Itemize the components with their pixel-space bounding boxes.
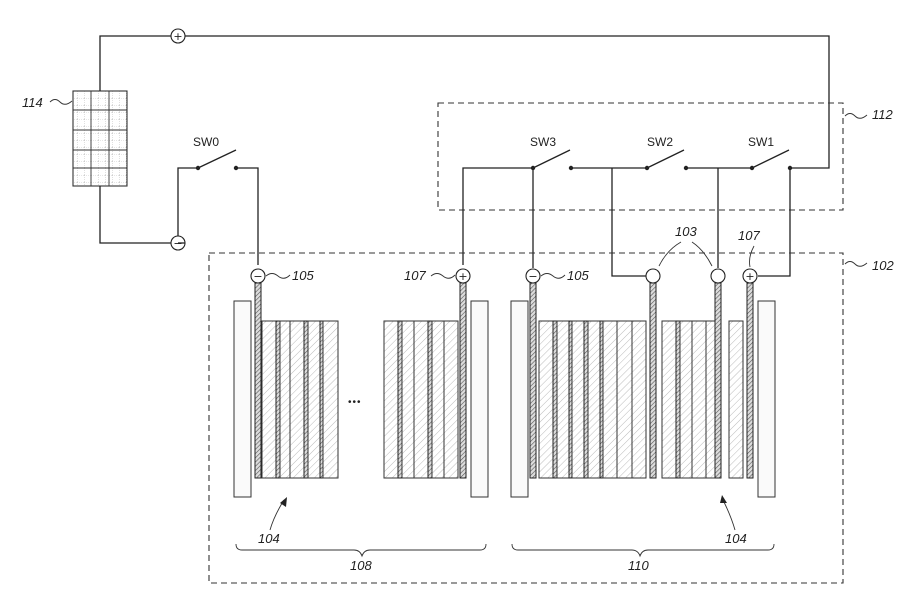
terminal-103a bbox=[646, 269, 660, 283]
switch-sw3 bbox=[533, 150, 570, 168]
label-112: 112 bbox=[872, 107, 893, 122]
stack-right bbox=[511, 301, 775, 497]
label-sw0: SW0 bbox=[193, 135, 219, 149]
wire-sw3-left bbox=[463, 168, 533, 265]
svg-text:+: + bbox=[173, 30, 182, 43]
tab-middle-103a bbox=[650, 283, 656, 478]
tab-middle-103b bbox=[715, 283, 721, 478]
wire-sw0-right bbox=[236, 168, 258, 265]
control-box-112 bbox=[438, 103, 843, 210]
label-105-right: 105 bbox=[567, 268, 589, 283]
terminal-source-plus: + bbox=[171, 29, 185, 43]
label-105-left: 105 bbox=[292, 268, 314, 283]
svg-text:+: + bbox=[745, 270, 754, 283]
label-102: 102 bbox=[872, 258, 894, 273]
ellipsis-dots: ••• bbox=[348, 397, 362, 408]
leader-114 bbox=[50, 100, 72, 105]
wire-sw0-left bbox=[178, 168, 198, 236]
label-sw3: SW3 bbox=[530, 135, 556, 149]
label-108: 108 bbox=[350, 558, 372, 573]
label-sw1: SW1 bbox=[748, 135, 774, 149]
terminal-105-right: − bbox=[526, 269, 540, 283]
terminal-103b bbox=[711, 269, 725, 283]
wire-to-terminal-107-right bbox=[758, 168, 790, 276]
switch-sw2 bbox=[647, 150, 684, 168]
tab-right-negative bbox=[530, 283, 536, 478]
svg-text:+: + bbox=[458, 270, 467, 283]
svg-text:−: − bbox=[528, 270, 537, 283]
label-sw2: SW2 bbox=[647, 135, 673, 149]
label-107-right: 107 bbox=[738, 228, 760, 243]
label-103: 103 bbox=[675, 224, 697, 239]
power-source-114 bbox=[73, 91, 127, 186]
label-110: 110 bbox=[628, 558, 649, 573]
wire-to-terminal-103a bbox=[612, 168, 646, 276]
tab-left-positive bbox=[460, 283, 466, 478]
label-107-left: 107 bbox=[404, 268, 426, 283]
label-104-right: 104 bbox=[725, 531, 747, 546]
switch-sw0 bbox=[198, 150, 236, 168]
tab-right-positive bbox=[747, 283, 753, 478]
terminal-107-right: + bbox=[743, 269, 757, 283]
label-114: 114 bbox=[22, 95, 43, 110]
terminal-107-left: + bbox=[456, 269, 470, 283]
tab-left-negative bbox=[255, 283, 261, 478]
label-104-left: 104 bbox=[258, 531, 280, 546]
svg-text:−: − bbox=[253, 270, 262, 283]
wire-source-negative bbox=[100, 186, 171, 243]
switch-sw1 bbox=[752, 150, 789, 168]
terminal-105-left: − bbox=[251, 269, 265, 283]
